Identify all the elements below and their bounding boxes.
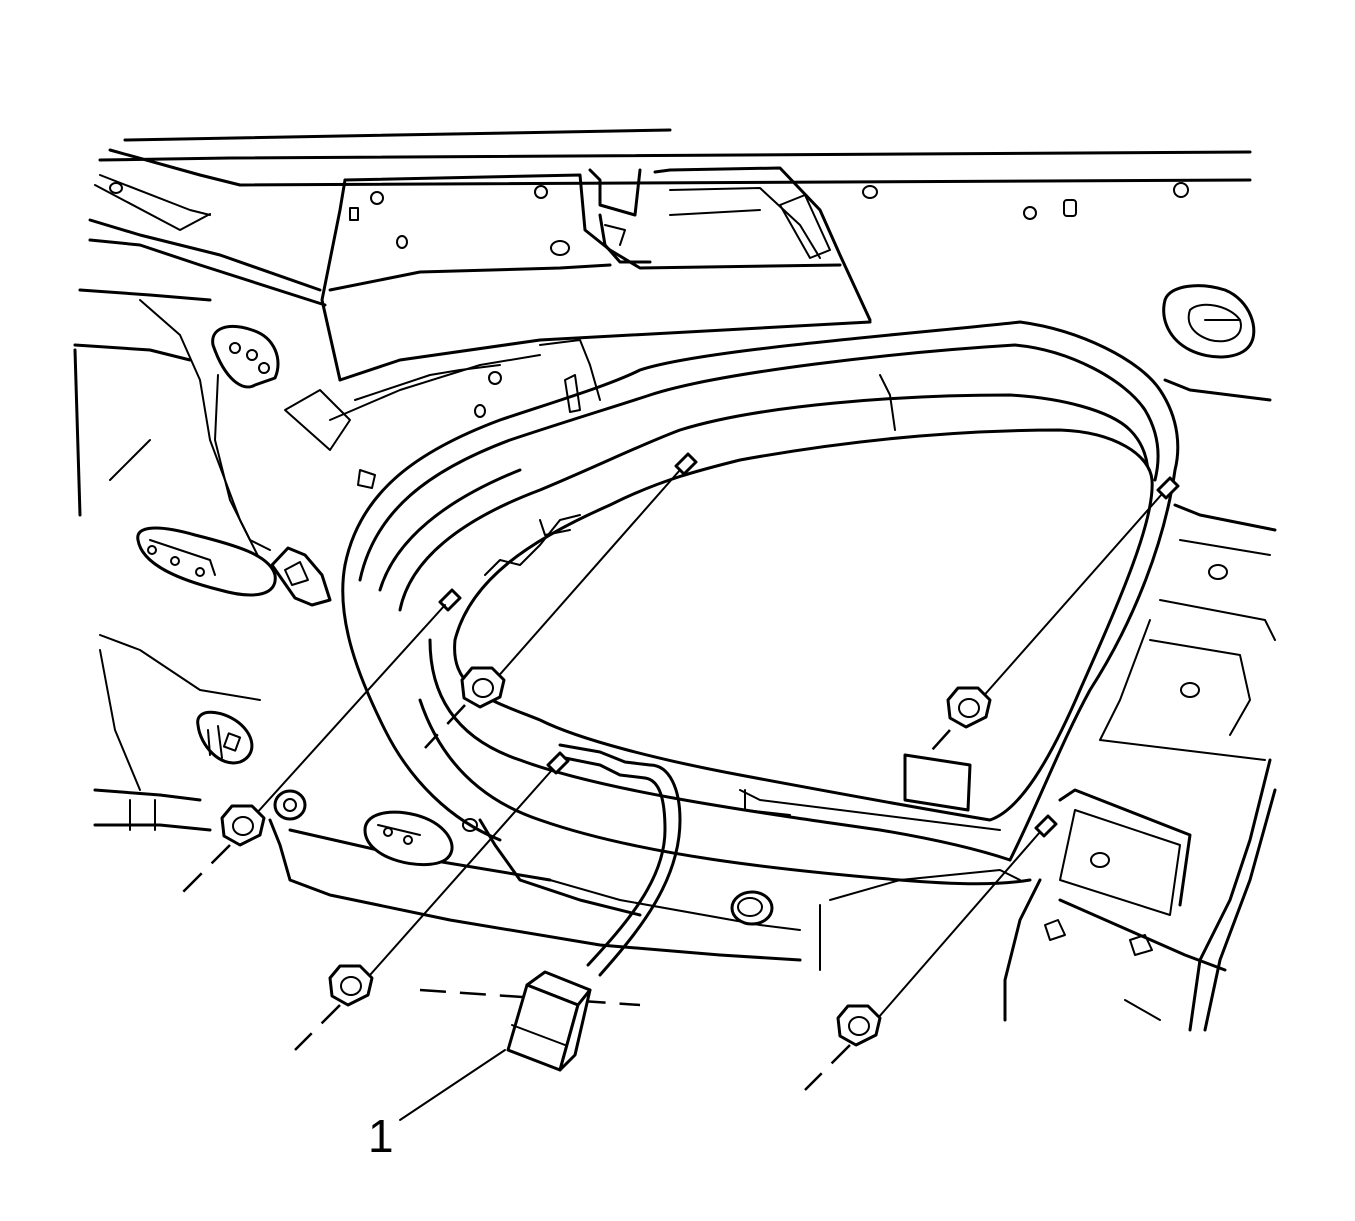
upper-body-panel xyxy=(94,128,1252,231)
nut-upper-right xyxy=(904,493,1163,781)
stud-upper-right xyxy=(1156,476,1180,500)
right-body-panel xyxy=(1003,284,1277,1032)
antenna-harness xyxy=(558,743,682,977)
stud-lower-right xyxy=(1034,814,1058,838)
center-pillar-bracket xyxy=(320,166,872,382)
left-slot-features xyxy=(196,710,307,821)
harness-clip xyxy=(270,546,332,607)
nut-center-upper xyxy=(424,469,681,749)
left-mount-bracket xyxy=(211,325,280,551)
oval-plug-left xyxy=(136,526,277,597)
stud-upper-center xyxy=(674,452,698,476)
panel-label-tab xyxy=(903,753,972,812)
opening-frame xyxy=(341,320,1180,886)
callout-1: 1 xyxy=(368,1049,506,1162)
nut-lower-left xyxy=(179,604,446,896)
weld-studs xyxy=(438,452,1180,838)
harness-connector xyxy=(506,970,592,1072)
callout-1-label: 1 xyxy=(368,1110,394,1162)
upper-left-slots xyxy=(284,339,601,489)
stud-lower-center xyxy=(546,751,570,775)
callout-1-leader xyxy=(399,1049,506,1121)
nut-lower-right xyxy=(804,831,1041,1091)
lower-panel xyxy=(268,810,1021,1007)
nut-lower-center xyxy=(294,769,553,1051)
